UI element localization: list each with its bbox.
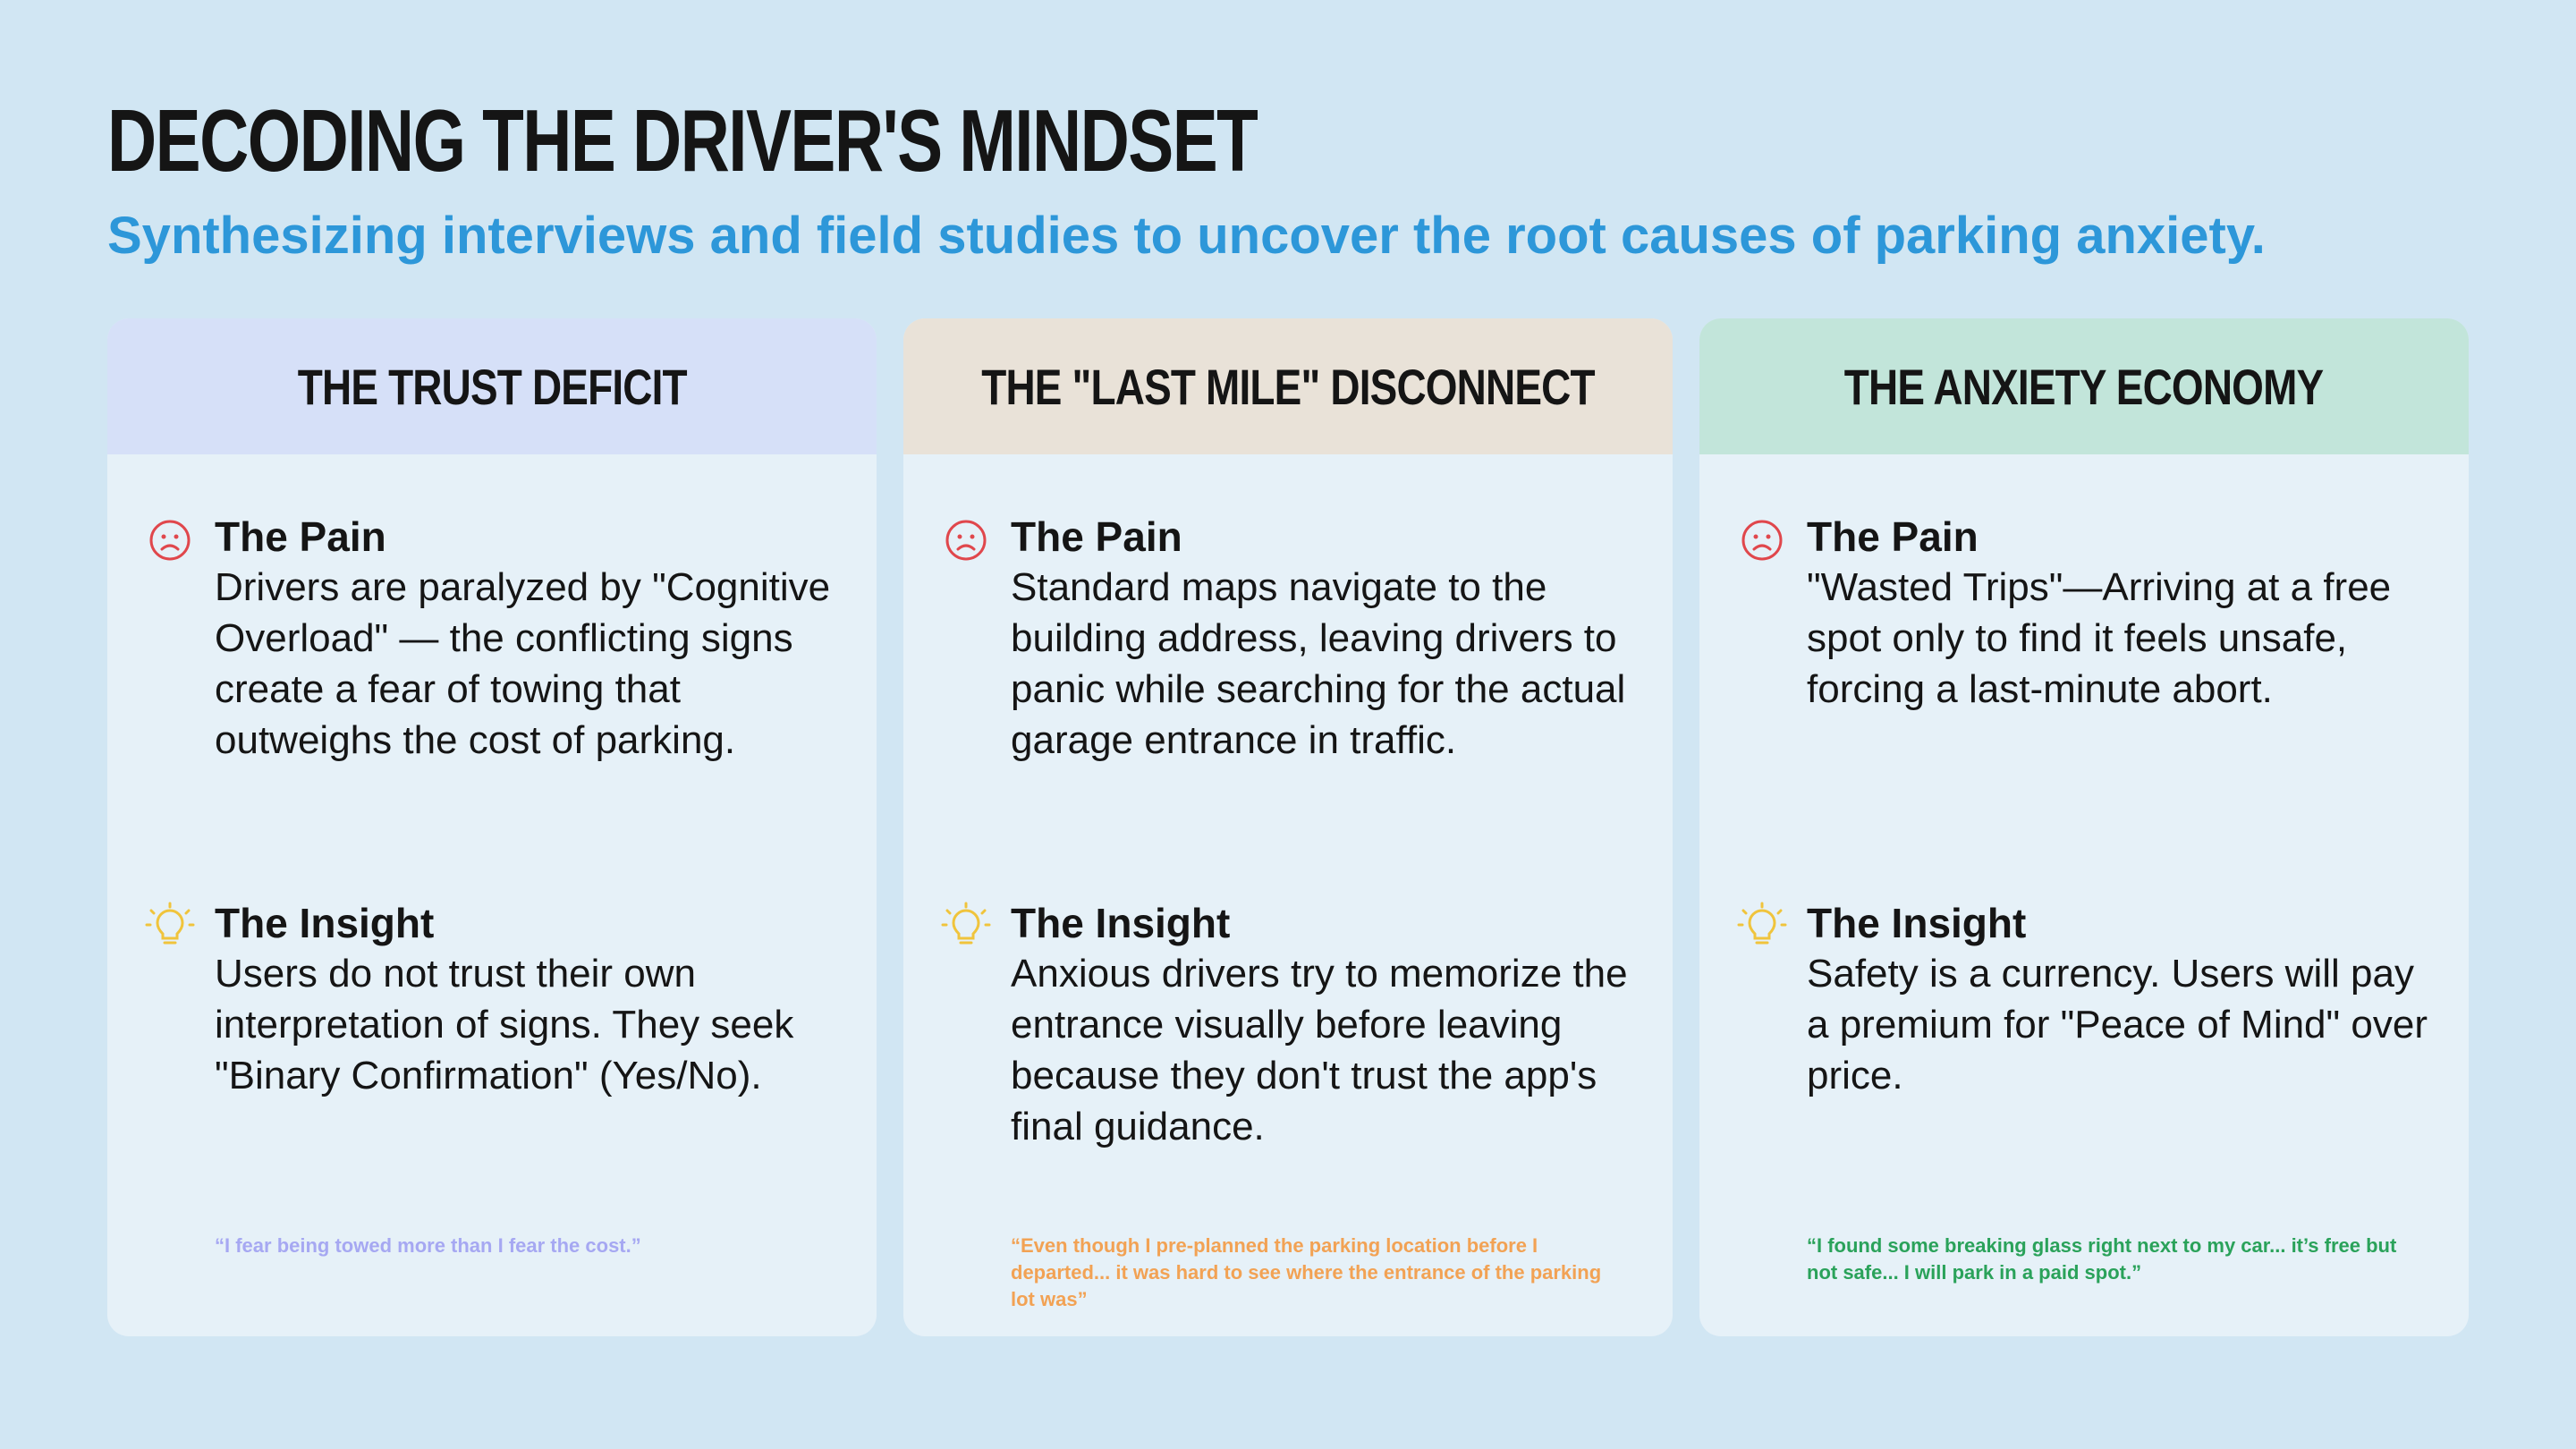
card-anxiety-economy: THE ANXIETY ECONOMY The Pain "Wasted Tri… — [1699, 318, 2469, 1336]
card-title: THE ANXIETY ECONOMY — [1844, 358, 2324, 415]
card-header: THE "LAST MILE" DISCONNECT — [903, 318, 1673, 454]
insight-label: The Insight — [1011, 900, 1231, 946]
card-trust-deficit: THE TRUST DEFICIT The Pain Drivers are p… — [107, 318, 877, 1336]
insight-text: Anxious drivers try to memorize the entr… — [1011, 952, 1628, 1148]
user-quote: “I fear being towed more than I fear the… — [215, 1234, 641, 1257]
pain-label: The Pain — [1807, 513, 1979, 560]
card-title: THE "LAST MILE" DISCONNECT — [981, 358, 1595, 415]
user-quote: “Even though I pre-planned the parking l… — [1011, 1234, 1602, 1310]
insight-label: The Insight — [215, 900, 435, 946]
card-header: THE TRUST DEFICIT — [107, 318, 877, 454]
sad-face-icon — [1741, 520, 1783, 561]
lightbulb-icon — [1737, 902, 1787, 945]
sad-face-icon — [149, 520, 191, 561]
pain-label: The Pain — [215, 513, 386, 560]
lightbulb-icon — [145, 902, 195, 945]
user-quote: “I found some breaking glass right next … — [1807, 1234, 2397, 1284]
insight-label: The Insight — [1807, 900, 2027, 946]
page-title: DECODING THE DRIVER'S MINDSET — [107, 91, 1258, 190]
page-subtitle: Synthesizing interviews and field studie… — [107, 207, 2266, 265]
card-header: THE ANXIETY ECONOMY — [1699, 318, 2469, 454]
pain-text: Drivers are paralyzed by "Cognitive Over… — [215, 565, 831, 762]
insight-text: Safety is a currency. Users will pay a p… — [1807, 952, 2428, 1097]
pain-text: "Wasted Trips"—Arriving at a free spot o… — [1807, 565, 2392, 711]
pain-label: The Pain — [1011, 513, 1182, 560]
sad-face-icon — [945, 520, 987, 561]
lightbulb-icon — [941, 902, 991, 945]
pain-text: Standard maps navigate to the building a… — [1011, 565, 1626, 762]
card-title: THE TRUST DEFICIT — [297, 358, 687, 415]
card-last-mile-disconnect: THE "LAST MILE" DISCONNECT The Pain Stan… — [903, 318, 1673, 1336]
insight-text: Users do not trust their own interpretat… — [215, 952, 794, 1097]
